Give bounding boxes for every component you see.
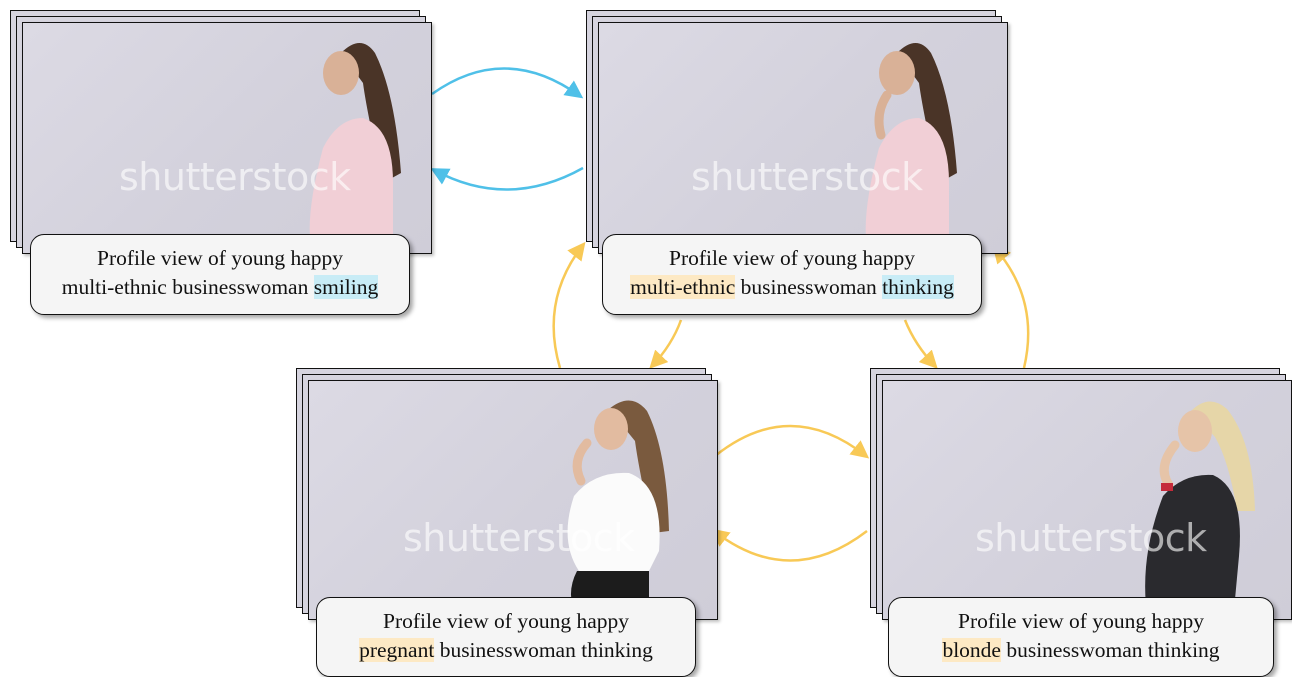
caption-line-2: blonde businesswoman thinking bbox=[942, 638, 1220, 662]
card-thinking: shutterstock Profile view of young happy… bbox=[576, 0, 1016, 320]
caption-pregnant: Profile view of young happy pregnant bus… bbox=[316, 597, 696, 677]
arrow-blonde-to-thinking bbox=[992, 244, 1030, 369]
caption-smiling: Profile view of young happy multi-ethnic… bbox=[30, 234, 410, 315]
watermark: shutterstock bbox=[119, 155, 351, 199]
card-pregnant: shutterstock Profile view of young happy… bbox=[286, 360, 726, 677]
caption-blonde: Profile view of young happy blonde busin… bbox=[888, 597, 1274, 677]
woman-profile-figure bbox=[865, 43, 957, 253]
caption-thinking: Profile view of young happy multi-ethnic… bbox=[602, 234, 982, 315]
arrow-thinking-to-pregnant bbox=[649, 319, 683, 369]
arrow-pregnant-to-blonde bbox=[714, 424, 870, 459]
arrow-pregnant-to-thinking bbox=[552, 241, 586, 369]
highlight-blonde: blonde bbox=[942, 638, 1001, 662]
arrow-thinking-to-blonde bbox=[903, 319, 938, 369]
watermark: shutterstock bbox=[403, 516, 635, 560]
video-frame-smiling: shutterstock bbox=[22, 22, 432, 254]
caption-line-1: Profile view of young happy bbox=[96, 246, 343, 270]
watermark: shutterstock bbox=[975, 516, 1207, 560]
caption-line-1: Profile view of young happy bbox=[382, 609, 629, 633]
card-blonde: shutterstock Profile view of young happy… bbox=[860, 360, 1292, 677]
video-frame-thinking: shutterstock bbox=[598, 22, 1008, 254]
caption-line-1: Profile view of young happy bbox=[668, 246, 915, 270]
arrow-thinking-to-smiling bbox=[430, 166, 584, 191]
watermark: shutterstock bbox=[691, 155, 923, 199]
video-frame-pregnant: shutterstock bbox=[308, 380, 718, 620]
woman-profile-figure bbox=[567, 400, 669, 619]
highlight-thinking: thinking bbox=[882, 275, 954, 299]
woman-profile-figure bbox=[309, 43, 401, 253]
highlight-multi-ethnic: multi-ethnic bbox=[630, 275, 736, 299]
caption-line-2: pregnant businesswoman thinking bbox=[359, 638, 653, 662]
caption-line-2: multi-ethnic businesswoman thinking bbox=[630, 275, 954, 299]
woman-profile-figure bbox=[1145, 401, 1255, 619]
arrow-blonde-to-pregnant bbox=[710, 528, 868, 562]
caption-line-1: Profile view of young happy bbox=[957, 609, 1204, 633]
highlight-pregnant: pregnant bbox=[359, 638, 435, 662]
arrow-smiling-to-thinking bbox=[431, 67, 584, 99]
card-smiling: shutterstock Profile view of young happy… bbox=[0, 0, 440, 320]
video-frame-blonde: shutterstock bbox=[882, 380, 1292, 620]
highlight-smiling: smiling bbox=[313, 275, 379, 299]
caption-line-2: multi-ethnic businesswoman smiling bbox=[61, 275, 379, 299]
